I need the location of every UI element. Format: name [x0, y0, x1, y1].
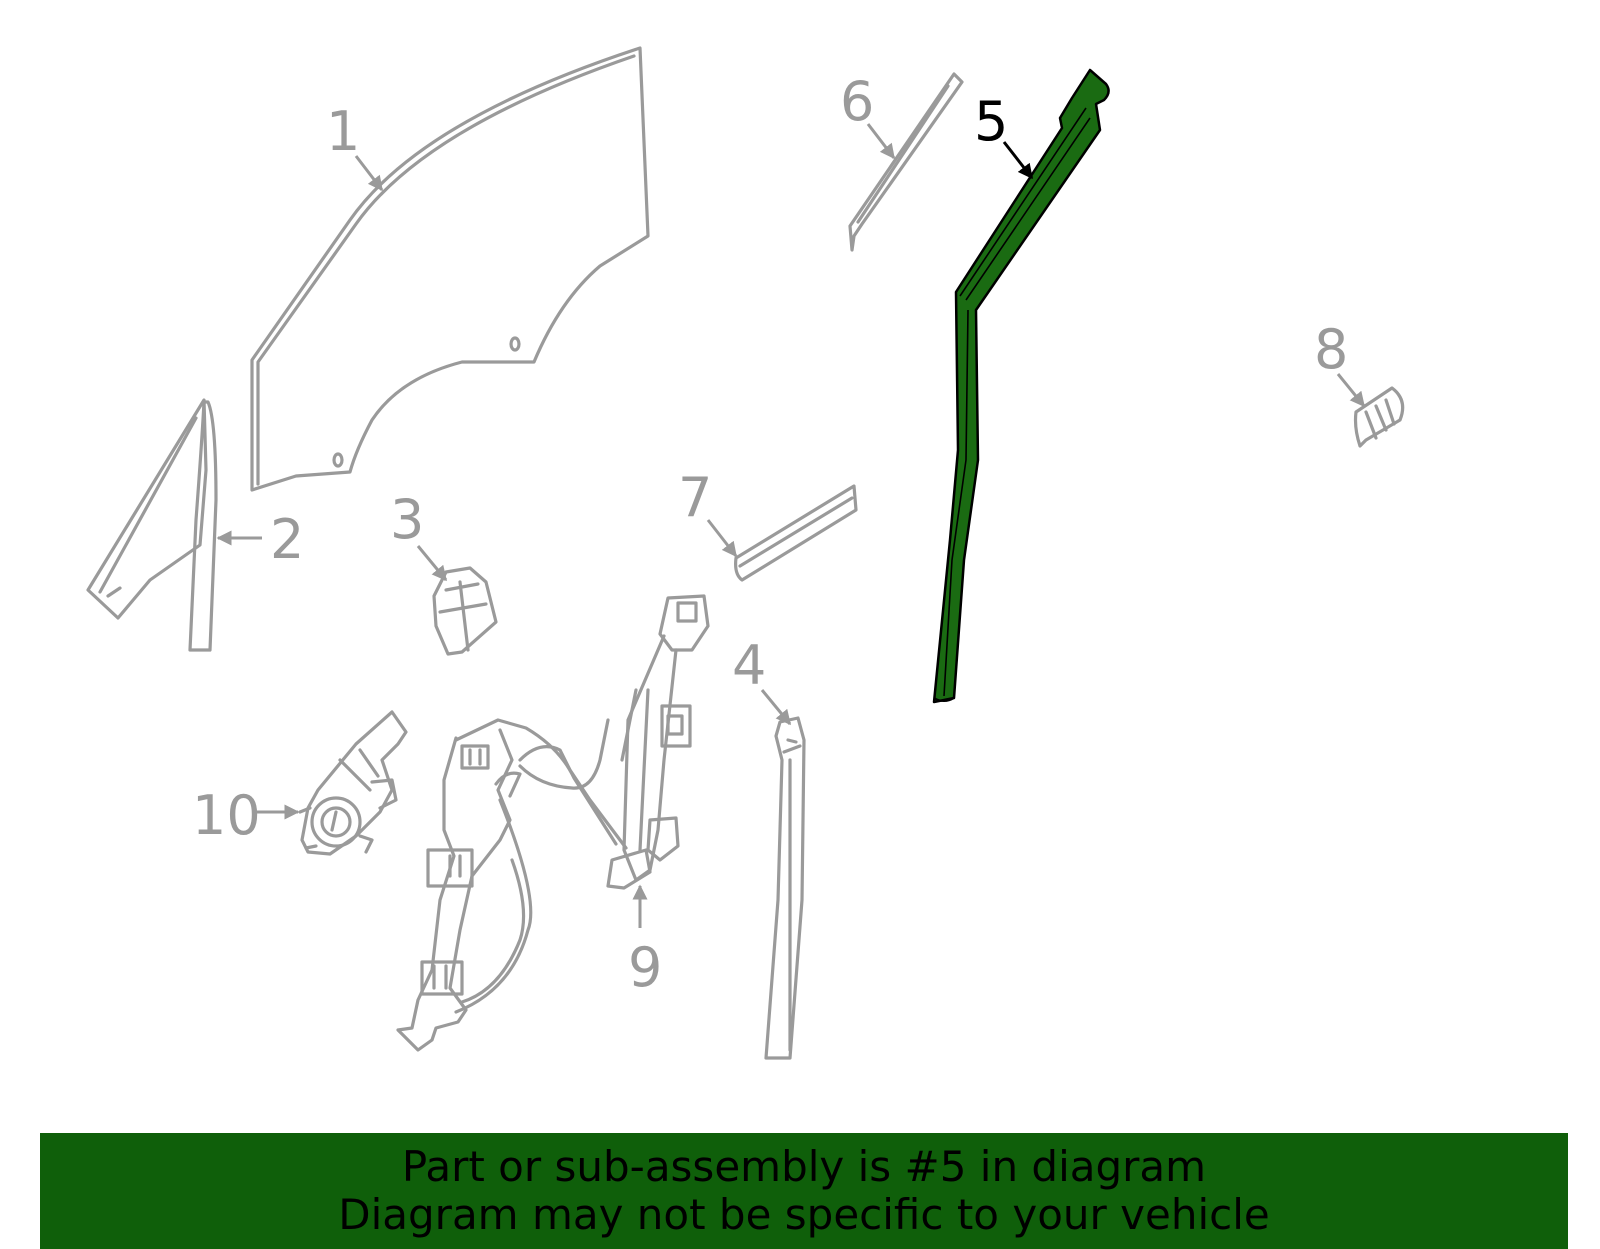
part-6-molding — [848, 72, 964, 252]
callout-5: 5 — [974, 90, 1008, 153]
info-banner: Part or sub-assembly is #5 in diagram Di… — [40, 1133, 1568, 1249]
banner-line-1: Part or sub-assembly is #5 in diagram — [401, 1142, 1207, 1191]
banner-line-2: Diagram may not be specific to your vehi… — [338, 1190, 1270, 1239]
part-3-bracket — [432, 566, 498, 656]
leader-6 — [866, 123, 896, 160]
part-8-clip — [1353, 386, 1405, 448]
callout-7: 7 — [678, 466, 712, 529]
callout-3: 3 — [390, 488, 424, 551]
callout-6: 6 — [840, 70, 874, 133]
callout-9: 9 — [628, 936, 662, 999]
part-10-motor — [298, 710, 408, 856]
leader-5 — [1002, 141, 1034, 180]
leader-3 — [416, 545, 448, 582]
callout-1: 1 — [326, 100, 360, 163]
leader-1 — [354, 155, 384, 192]
callout-2: 2 — [270, 508, 304, 571]
leader-4 — [760, 689, 792, 726]
callout-8: 8 — [1314, 318, 1348, 381]
callout-4: 4 — [732, 634, 766, 697]
part-7-belt-seal — [734, 484, 858, 582]
part-9-regulator — [396, 594, 710, 1052]
part-5-highlighted — [932, 68, 1110, 704]
callout-10: 10 — [192, 784, 261, 847]
leader-8 — [1336, 373, 1366, 408]
part-2-vent-glass — [86, 398, 218, 652]
part-1-door-glass — [250, 46, 650, 492]
part-4-run-channel — [764, 716, 806, 1060]
leader-7 — [706, 519, 738, 558]
